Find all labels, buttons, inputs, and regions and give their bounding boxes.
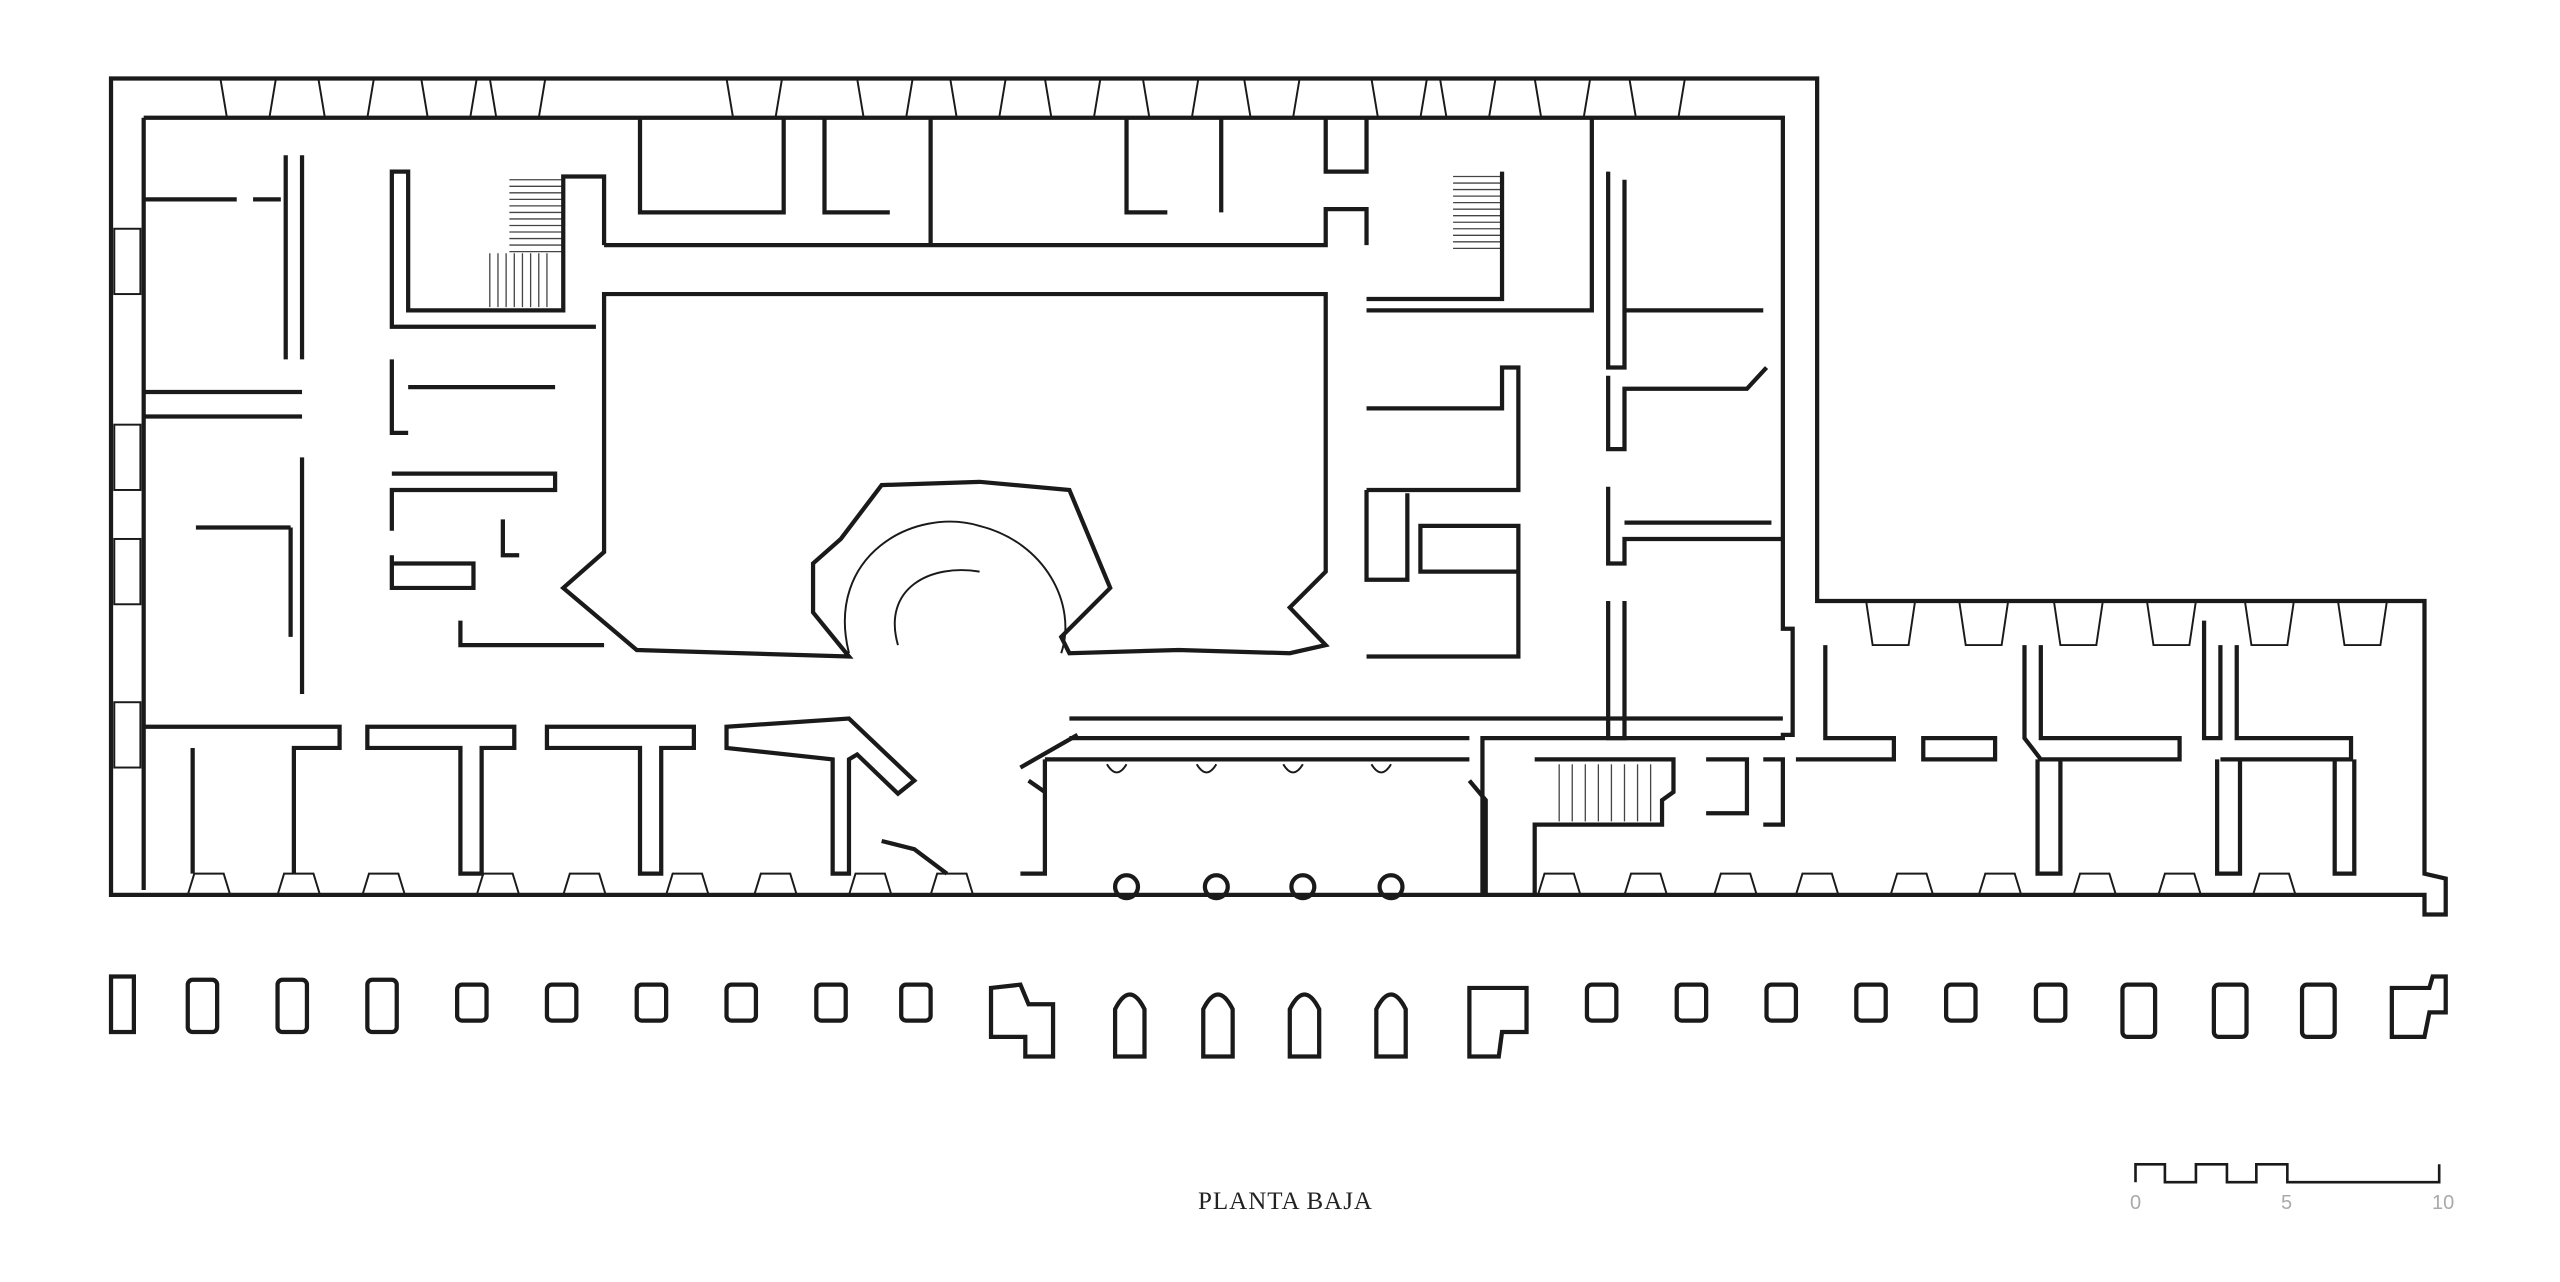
pier <box>1854 982 1888 1023</box>
window-notch <box>1713 872 1758 896</box>
pier-corner <box>1467 985 1529 1059</box>
pier <box>455 982 489 1023</box>
window-notch <box>848 872 893 896</box>
pier-arched <box>1287 992 1322 1059</box>
pier <box>2299 982 2337 1040</box>
window-notch <box>1533 78 1592 119</box>
south-rooms <box>143 620 2357 895</box>
window-notch <box>2145 600 2197 647</box>
window-notch <box>420 78 478 119</box>
pier-corner <box>988 982 1056 1059</box>
window-notch <box>475 872 521 896</box>
window-notch <box>1043 78 1102 119</box>
column <box>1112 873 1141 901</box>
window-notch <box>1623 872 1668 896</box>
pier-arched <box>1201 992 1235 1059</box>
window-notch <box>2252 872 2297 896</box>
column <box>1377 873 1405 901</box>
window-openings <box>113 78 2388 896</box>
pier <box>108 974 136 1035</box>
pier <box>275 977 310 1035</box>
window-notch <box>361 872 406 896</box>
spiral-stair <box>843 520 1067 654</box>
window-notch <box>856 78 914 119</box>
pier-corner <box>2389 974 2448 1040</box>
window-notch <box>1141 78 1200 119</box>
window-notch <box>113 227 142 296</box>
window-notch <box>1370 78 1428 119</box>
window-notch <box>186 872 232 896</box>
pier <box>185 977 220 1035</box>
window-notch <box>949 78 1007 119</box>
pier <box>2211 982 2249 1040</box>
pier <box>1584 982 1619 1023</box>
pier <box>1674 982 1709 1023</box>
window-notch <box>1537 872 1582 896</box>
pier-arched <box>1374 992 1408 1059</box>
window-notch <box>113 701 142 769</box>
column <box>1289 873 1317 901</box>
inner-wall <box>141 115 1795 895</box>
scale-label-10: 10 <box>2432 1192 2455 1214</box>
outer-wall <box>108 76 2448 917</box>
column <box>1202 873 1230 901</box>
pier <box>724 982 759 1023</box>
scale-bar <box>2134 1162 2441 1184</box>
window-notch <box>2243 600 2295 647</box>
window-notch <box>113 423 142 491</box>
pier <box>365 977 399 1035</box>
portico-columns <box>1106 763 1405 901</box>
window-notch <box>1889 872 1934 896</box>
pier <box>544 982 579 1023</box>
stair-treads <box>489 175 1652 822</box>
window-notch <box>2336 600 2388 647</box>
window-notch <box>725 78 784 119</box>
window-notch <box>2072 872 2117 896</box>
interior-walls <box>143 117 1783 741</box>
column-niche <box>1370 763 1392 774</box>
pier <box>814 982 848 1023</box>
pier-arched <box>1112 992 1147 1059</box>
pier <box>1764 982 1799 1023</box>
pier <box>2033 982 2068 1023</box>
pier <box>634 982 669 1023</box>
window-notch <box>488 78 547 119</box>
window-notch <box>1243 78 1301 119</box>
portico-piers <box>108 974 2448 1059</box>
scale-label-0: 0 <box>2130 1192 2142 1214</box>
pier <box>899 982 933 1023</box>
pier <box>2120 982 2158 1040</box>
window-notch <box>753 872 798 896</box>
window-notch <box>1865 600 1917 647</box>
column-niche <box>1195 763 1218 774</box>
window-notch <box>317 78 375 119</box>
window-notch <box>113 537 142 606</box>
window-notch <box>1958 600 2010 647</box>
column-niche <box>1282 763 1304 774</box>
drawing-title: PLANTA BAJA <box>1198 1188 1373 1215</box>
scale-label-5: 5 <box>2281 1192 2293 1214</box>
window-notch <box>1628 78 1686 119</box>
window-notch <box>1977 872 2023 896</box>
courtyard <box>560 291 1330 659</box>
window-notch <box>562 872 607 896</box>
window-notch <box>929 872 974 896</box>
window-notch <box>276 872 321 896</box>
window-notch <box>219 78 277 119</box>
window-notch <box>1439 78 1497 119</box>
window-notch <box>1794 872 1840 896</box>
pier <box>1944 982 1978 1023</box>
window-notch <box>2157 872 2202 896</box>
column-niche <box>1106 763 1128 774</box>
window-notch <box>2052 600 2104 647</box>
window-notch <box>665 872 710 896</box>
